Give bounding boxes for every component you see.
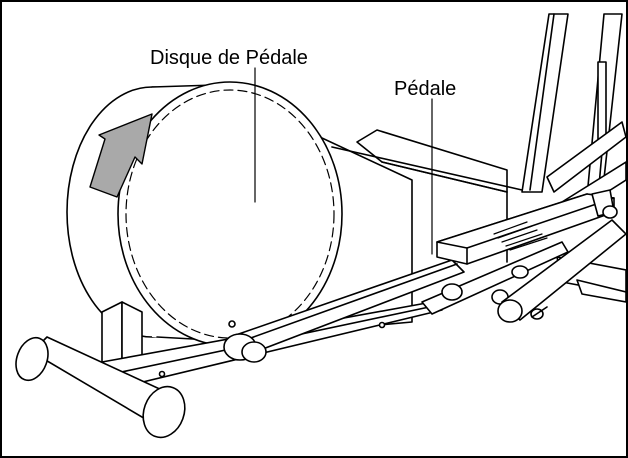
pedal-tread bbox=[493, 221, 548, 251]
label-pedal: Pédale bbox=[394, 78, 456, 100]
pedal bbox=[436, 189, 618, 265]
swing-arm bbox=[497, 219, 626, 323]
upright-frame bbox=[521, 13, 626, 218]
label-pedal-disc: Disque de Pédale bbox=[150, 47, 308, 69]
rotation-arrow-icon bbox=[89, 113, 153, 198]
front-stabilizer bbox=[15, 336, 186, 439]
pedal-disc bbox=[66, 81, 343, 347]
